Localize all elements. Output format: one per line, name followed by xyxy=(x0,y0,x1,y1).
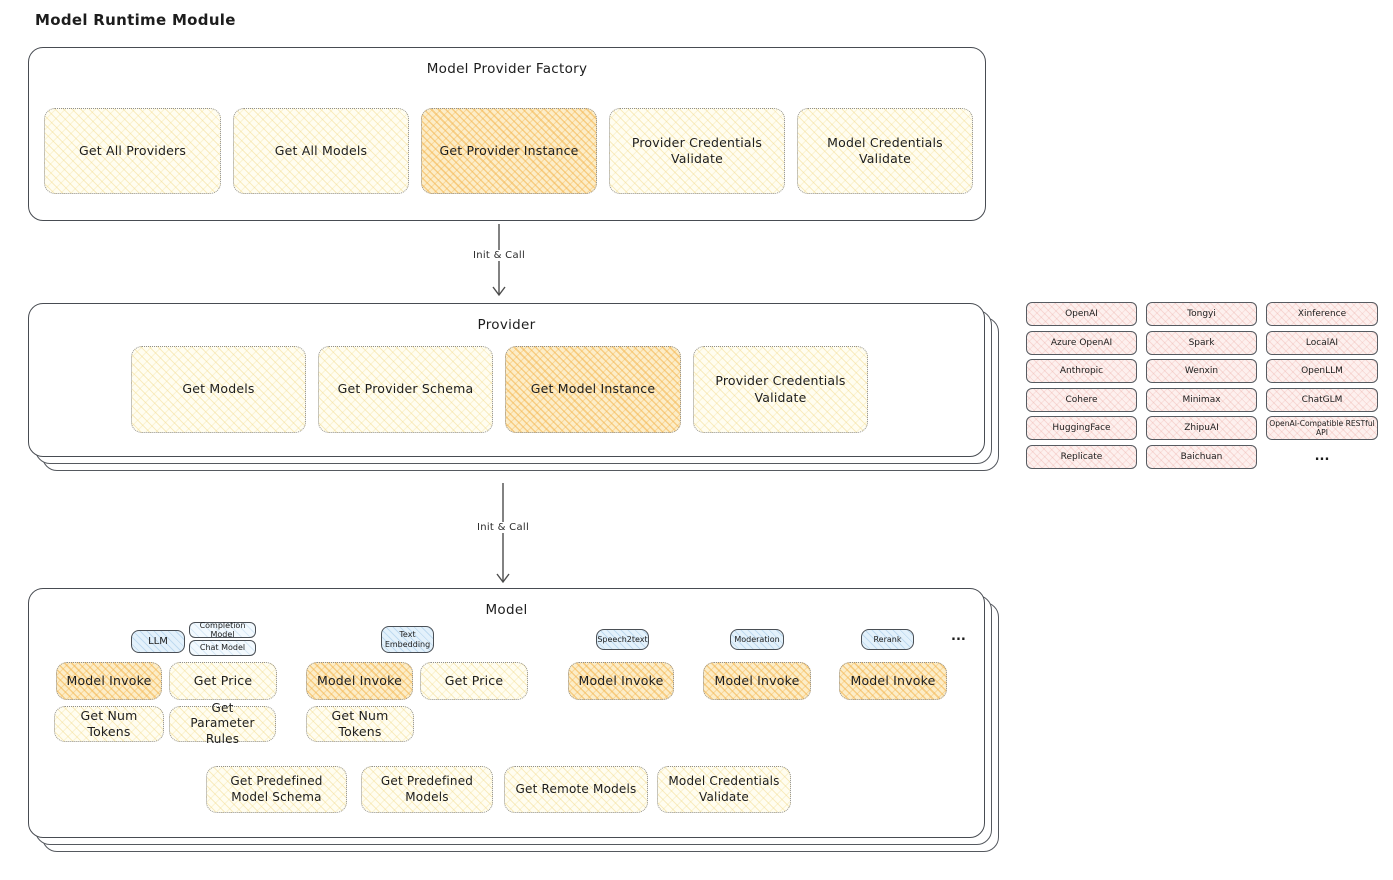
model-box: Model LLM Completion Model Chat Model Te… xyxy=(28,588,985,838)
provider-pill-baichuan: Baichuan xyxy=(1146,444,1257,469)
node-embedding-model-invoke: Model Invoke xyxy=(306,662,413,700)
provider-pill-minimax: Minimax xyxy=(1146,387,1257,412)
node-get-predefined-models: Get Predefined Models xyxy=(361,766,493,813)
node-embedding-get-price: Get Price xyxy=(420,662,528,700)
node-moderation-model-invoke: Model Invoke xyxy=(703,662,811,700)
factory-title: Model Provider Factory xyxy=(426,61,588,77)
node-embedding-get-num-tokens: Get Num Tokens xyxy=(306,706,414,742)
provider-pill-azure-openai: Azure OpenAI xyxy=(1026,330,1137,355)
provider-pill-openllm: OpenLLM xyxy=(1266,359,1378,383)
arrow-label-init-call-2: Init & Call xyxy=(471,522,535,533)
more-providers-ellipsis: ... xyxy=(1314,449,1330,464)
node-get-predefined-model-schema: Get Predefined Model Schema xyxy=(206,766,347,813)
arrow-provider-to-model xyxy=(495,483,511,585)
tag-text-embedding: Text Embedding xyxy=(381,626,434,653)
provider-pill-chatglm: ChatGLM xyxy=(1266,387,1378,412)
tag-rerank: Rerank xyxy=(861,629,914,650)
node-model-credentials-validate-2: Model Credentials Validate xyxy=(657,766,791,813)
tag-chat-model: Chat Model xyxy=(189,640,256,656)
page-title: Model Runtime Module xyxy=(35,11,236,29)
node-provider-credentials-validate: Provider Credentials Validate xyxy=(609,108,785,194)
node-speech2text-model-invoke: Model Invoke xyxy=(568,662,674,700)
node-get-model-instance: Get Model Instance xyxy=(505,346,681,433)
provider-box: Provider Get Models Get Provider Schema … xyxy=(28,303,985,457)
tag-llm: LLM xyxy=(131,630,185,653)
provider-pill-cohere: Cohere xyxy=(1026,387,1137,412)
provider-pill-huggingface: HuggingFace xyxy=(1026,416,1137,440)
node-get-provider-instance: Get Provider Instance xyxy=(421,108,597,194)
node-get-all-models: Get All Models xyxy=(233,108,409,194)
provider-pill-zhipuai: ZhipuAI xyxy=(1146,416,1257,440)
node-get-models: Get Models xyxy=(131,346,306,433)
provider-pill-spark: Spark xyxy=(1146,330,1257,355)
provider-pill-anthropic: Anthropic xyxy=(1026,359,1137,383)
provider-pill-xinference: Xinference xyxy=(1266,302,1378,326)
arrow-factory-to-provider xyxy=(491,224,507,298)
node-model-credentials-validate: Model Credentials Validate xyxy=(797,108,973,194)
provider-list: OpenAI Tongyi Xinference Azure OpenAI Sp… xyxy=(1026,302,1379,469)
node-provider-credentials-validate-2: Provider Credentials Validate xyxy=(693,346,868,433)
tag-speech2text: Speech2text xyxy=(596,629,649,650)
node-get-provider-schema: Get Provider Schema xyxy=(318,346,493,433)
node-llm-model-invoke: Model Invoke xyxy=(56,662,162,700)
tag-moderation: Moderation xyxy=(730,629,784,650)
tag-completion-model: Completion Model xyxy=(189,621,256,639)
more-model-types-ellipsis: ... xyxy=(951,629,966,644)
provider-pill-openai: OpenAI xyxy=(1026,302,1137,326)
provider-pill-wenxin: Wenxin xyxy=(1146,359,1257,383)
arrow-label-init-call-1: Init & Call xyxy=(467,250,531,261)
node-llm-get-price: Get Price xyxy=(169,662,277,700)
provider-pill-tongyi: Tongyi xyxy=(1146,302,1257,326)
provider-pill-replicate: Replicate xyxy=(1026,444,1137,469)
node-get-all-providers: Get All Providers xyxy=(44,108,221,194)
provider-pill-localai: LocalAI xyxy=(1266,330,1378,355)
node-get-remote-models: Get Remote Models xyxy=(504,766,648,813)
factory-box: Model Provider Factory Get All Providers… xyxy=(28,47,986,221)
provider-pill-openai-compatible: OpenAI-Compatible RESTful API xyxy=(1266,416,1378,440)
provider-title: Provider xyxy=(477,317,536,333)
model-title: Model xyxy=(485,602,528,618)
node-rerank-model-invoke: Model Invoke xyxy=(839,662,947,700)
node-llm-get-num-tokens: Get Num Tokens xyxy=(54,706,164,742)
node-get-parameter-rules: Get Parameter Rules xyxy=(169,701,276,746)
